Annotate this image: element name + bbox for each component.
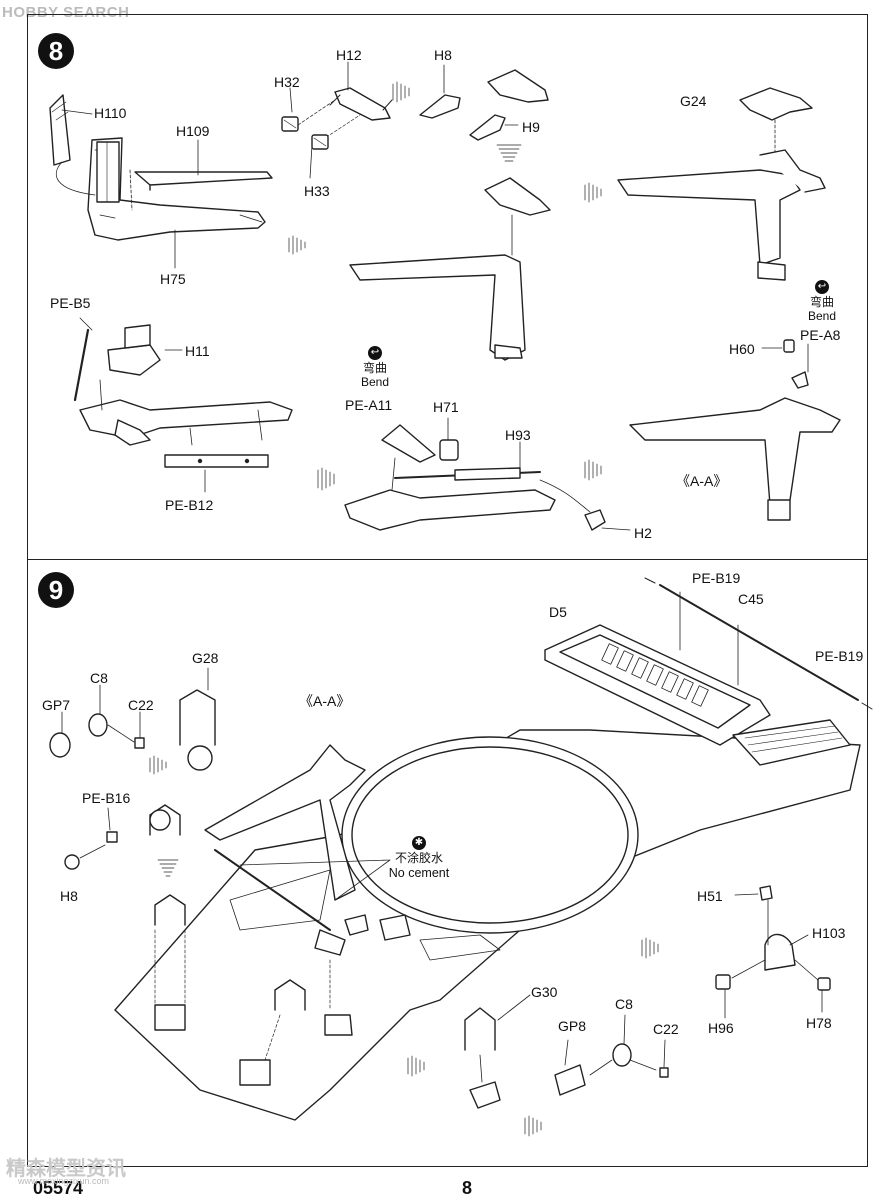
part-h12-frame <box>329 87 393 121</box>
label-pe-b19-right: PE-B19 <box>815 648 864 664</box>
label-pe-b16: PE-B16 <box>82 790 131 806</box>
label-h110: H110 <box>94 105 127 121</box>
label-section-aa-9: 《A-A》 <box>299 693 351 709</box>
label-h33: H33 <box>304 183 330 199</box>
part-g24-assembly <box>617 87 826 281</box>
part-c45-rod <box>659 584 859 701</box>
label-h96: H96 <box>708 1020 734 1036</box>
label-h75: H75 <box>160 271 186 287</box>
label-h109: H109 <box>176 123 210 139</box>
part-turret-ring <box>341 736 639 934</box>
label-pe-b12: PE-B12 <box>165 497 214 513</box>
arrow-marks-8 <box>288 81 602 491</box>
product-code: 05574 <box>33 1178 84 1198</box>
part-peb12-strip <box>164 454 269 493</box>
label-c8-right: C8 <box>615 996 633 1012</box>
label-d5: D5 <box>549 604 567 620</box>
bend-icon: ↩ <box>815 280 829 294</box>
label-gp8: GP8 <box>558 1018 587 1034</box>
part-h33 <box>311 134 329 150</box>
bend-icon: ↩ <box>368 346 382 360</box>
label-c22-left: C22 <box>128 697 154 713</box>
label-h71: H71 <box>433 399 459 415</box>
label-c22-right: C22 <box>653 1021 679 1037</box>
label-h51: H51 <box>697 888 723 904</box>
label-section-aa: 《A-A》 <box>676 473 728 489</box>
part-tow-brackets <box>154 894 306 1086</box>
part-mid-assembly <box>349 177 551 361</box>
part-gp7-c8-c22 <box>49 684 145 758</box>
page-frame <box>27 14 868 1167</box>
part-pea11-h93-assembly <box>344 417 631 531</box>
part-g28 <box>179 667 216 771</box>
part-d5-deck <box>544 624 851 766</box>
step-8-badge: 8 <box>38 33 74 69</box>
label-h11: H11 <box>185 343 210 359</box>
part-h8-h9 <box>419 64 549 141</box>
label-h9: H9 <box>522 119 540 135</box>
part-peb5-h11-assembly <box>73 317 293 446</box>
no-cement-note: ✱ 不涂胶水 No cement <box>388 836 450 880</box>
label-pe-b19-top: PE-B19 <box>692 570 741 586</box>
label-pe-a11: PE-A11 <box>345 397 393 413</box>
label-h32: H32 <box>274 74 300 90</box>
part-peb16-h8-g <box>64 804 181 870</box>
site-watermark-url: www.moxingzixun.com <box>18 1176 110 1186</box>
part-pea8-h60-assembly <box>629 339 841 521</box>
label-pe-a8: PE-A8 <box>800 327 841 343</box>
part-aa-support-installed <box>204 744 366 1036</box>
part-h109-plate <box>134 171 273 191</box>
label-h2: H2 <box>634 525 652 541</box>
part-h75-trail <box>87 137 266 241</box>
part-h103-group <box>715 885 831 1019</box>
step-9-badge: 9 <box>38 572 74 608</box>
label-c8-left: C8 <box>90 670 108 686</box>
label-pe-b5: PE-B5 <box>50 295 91 311</box>
label-gp7: GP7 <box>42 697 71 713</box>
label-h8: H8 <box>434 47 452 63</box>
label-c45: C45 <box>738 591 764 607</box>
part-g30-gp8-c8-c22 <box>464 994 669 1109</box>
label-g28: G28 <box>192 650 219 666</box>
label-h103: H103 <box>812 925 846 941</box>
arrow-marks-9 <box>149 755 659 1137</box>
label-g24: G24 <box>680 93 707 109</box>
label-h78: H78 <box>806 1015 832 1031</box>
part-h110-plate <box>49 94 71 166</box>
bend-note-pe-a11: ↩ 弯曲 Bend <box>360 346 390 389</box>
no-glue-icon: ✱ <box>412 836 426 850</box>
bend-note-pe-a8: ↩ 弯曲 Bend <box>807 280 837 323</box>
label-h60: H60 <box>729 341 755 357</box>
site-watermark: 精森模型资讯 <box>6 1158 126 1180</box>
part-hull-fittings <box>344 914 411 941</box>
label-h12: H12 <box>336 47 362 63</box>
step-divider <box>27 559 868 560</box>
part-h32 <box>281 116 299 132</box>
label-g30: G30 <box>531 984 558 1000</box>
label-h93: H93 <box>505 427 531 443</box>
page-number: 8 <box>462 1178 473 1198</box>
hobbysearch-logo: HOBBY SEARCH <box>2 4 130 21</box>
label-h8-9: H8 <box>60 888 78 904</box>
